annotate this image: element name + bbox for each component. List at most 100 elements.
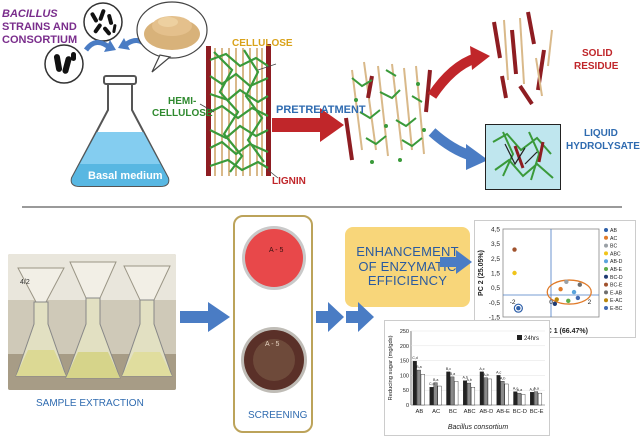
flask-label: Basal medium bbox=[88, 170, 163, 182]
pca-y-label: PC 2 (25.05%) bbox=[478, 250, 485, 296]
arrow-to-enhancement bbox=[316, 302, 344, 332]
bacteria-icon-pairs bbox=[44, 44, 84, 84]
bar-data-label: A,a bbox=[517, 388, 522, 392]
sample-extraction-photo: 4/2 bbox=[8, 254, 176, 390]
pca-legend-label: AC bbox=[610, 236, 617, 242]
pca-legend-swatch bbox=[604, 306, 608, 310]
bar-x-tick: AB bbox=[416, 409, 424, 415]
pca-legend-swatch bbox=[604, 274, 608, 279]
pretreatment-arrow bbox=[272, 108, 344, 142]
pca-x-tick: 2 bbox=[588, 299, 592, 306]
pca-outlier-circle bbox=[513, 303, 523, 313]
pca-point bbox=[558, 286, 563, 292]
pca-y-tick: 3,5 bbox=[491, 241, 500, 248]
lignin-label: LIGNIN bbox=[272, 176, 306, 187]
bar bbox=[450, 376, 455, 406]
bar-y-tick: 0 bbox=[406, 403, 409, 409]
bar bbox=[496, 375, 501, 406]
bar bbox=[433, 382, 438, 406]
solid-residue-label-line1: SOLID bbox=[582, 48, 613, 59]
bar-data-label: A,c bbox=[479, 367, 484, 371]
bar-data-label: A,b bbox=[483, 373, 488, 377]
pca-y-tick: 1,5 bbox=[491, 271, 500, 278]
pca-legend-label: AB-D bbox=[610, 259, 623, 265]
dish-label-2: A - 5 bbox=[265, 341, 280, 348]
bar-data-label: C,d bbox=[412, 356, 418, 360]
bar-x-tick: AC bbox=[432, 409, 440, 415]
bar-data-label: A,a bbox=[534, 387, 539, 391]
bar-data-label: B,a bbox=[416, 365, 421, 369]
bar-x-label: Bacillus consortium bbox=[448, 424, 508, 431]
sawdust-bubble bbox=[136, 1, 208, 73]
bar bbox=[487, 378, 492, 406]
bar-y-tick: 150 bbox=[400, 359, 409, 365]
pca-legend-swatch bbox=[604, 290, 608, 295]
enhancement-line2: OF ENZYMATIC bbox=[358, 258, 457, 274]
hemicellulose-label-line1: HEMI- bbox=[168, 96, 197, 107]
pca-legend-swatch bbox=[604, 298, 608, 303]
pretreatment-label: PRETREATMENT bbox=[276, 104, 366, 116]
bar-y-tick: 100 bbox=[400, 373, 409, 379]
bar-y-tick: 50 bbox=[403, 388, 409, 394]
bar-data-label: A,c bbox=[496, 370, 501, 374]
cellulose-label: CELLULOSE bbox=[232, 38, 293, 49]
bar-x-tick: ABC bbox=[464, 409, 476, 415]
pca-x-tick: -2 bbox=[510, 299, 516, 306]
pca-legend-swatch bbox=[604, 259, 608, 264]
bar-data-label: A,b bbox=[500, 376, 505, 380]
pca-legend-label: AB bbox=[610, 228, 617, 234]
liquid-hydrolysate-box bbox=[485, 124, 561, 190]
solid-residue-label-line2: RESIDUE bbox=[574, 61, 619, 72]
bar-data-label: B,a bbox=[450, 372, 455, 376]
pca-legend-swatch bbox=[604, 228, 608, 232]
strains-label-line1: BACILLUS bbox=[2, 8, 58, 20]
bar bbox=[420, 374, 425, 406]
pca-x-tick: 0 bbox=[549, 299, 553, 306]
bar bbox=[446, 371, 451, 406]
bar bbox=[538, 392, 543, 406]
pca-point bbox=[571, 289, 577, 295]
bar bbox=[416, 369, 421, 406]
bar-legend-label: 24hrs bbox=[524, 336, 539, 342]
bar-y-tick: 200 bbox=[400, 344, 409, 350]
bar bbox=[513, 391, 518, 406]
pca-y-tick: -0,5 bbox=[489, 300, 501, 307]
bar bbox=[483, 377, 488, 406]
pca-legend-label: ABC bbox=[610, 251, 621, 257]
bar bbox=[437, 385, 442, 406]
top-diagram-svg bbox=[44, 1, 555, 187]
bar-data-label: A,a bbox=[530, 387, 535, 391]
bar bbox=[517, 392, 522, 406]
pca-y-tick: 2,5 bbox=[491, 256, 500, 263]
enhancement-line1: ENHANCEMENT bbox=[356, 243, 459, 259]
strains-label-line3: CONSORTIUM bbox=[2, 34, 78, 46]
strains-label-line2: STRAINS AND bbox=[2, 21, 77, 33]
pca-legend-label: BC-E bbox=[610, 283, 623, 289]
bar-data-label: A,c bbox=[513, 387, 518, 391]
enhancement-line3: EFFICIENCY bbox=[367, 273, 448, 289]
svg-text:4/2: 4/2 bbox=[20, 279, 30, 286]
hemicellulose-label-line2: CELLULOSE bbox=[152, 108, 213, 119]
pca-legend-label: E-AC bbox=[610, 298, 623, 304]
bar-data-label: A,b bbox=[467, 378, 472, 382]
bacteria-icon-rods bbox=[83, 2, 123, 42]
bar-x-tick: AB-D bbox=[479, 409, 493, 415]
arrow-to-solid bbox=[427, 53, 478, 99]
bar bbox=[429, 387, 434, 406]
pca-legend-label: E-BC bbox=[610, 306, 623, 312]
dish-label-1: A - 5 bbox=[269, 247, 284, 254]
pca-point bbox=[577, 282, 582, 287]
bar bbox=[504, 383, 509, 406]
bar-data-label: B,a bbox=[433, 378, 438, 382]
flask-icon bbox=[70, 75, 170, 187]
pca-point bbox=[516, 306, 521, 311]
petri-dish-red bbox=[245, 229, 303, 287]
bar bbox=[412, 360, 417, 406]
enhancement-box: ENHANCEMENT OF ENZYMATIC EFFICIENCY bbox=[345, 227, 470, 307]
screening-panel: A - 5 A - 5 bbox=[233, 215, 313, 433]
bar bbox=[463, 380, 468, 406]
